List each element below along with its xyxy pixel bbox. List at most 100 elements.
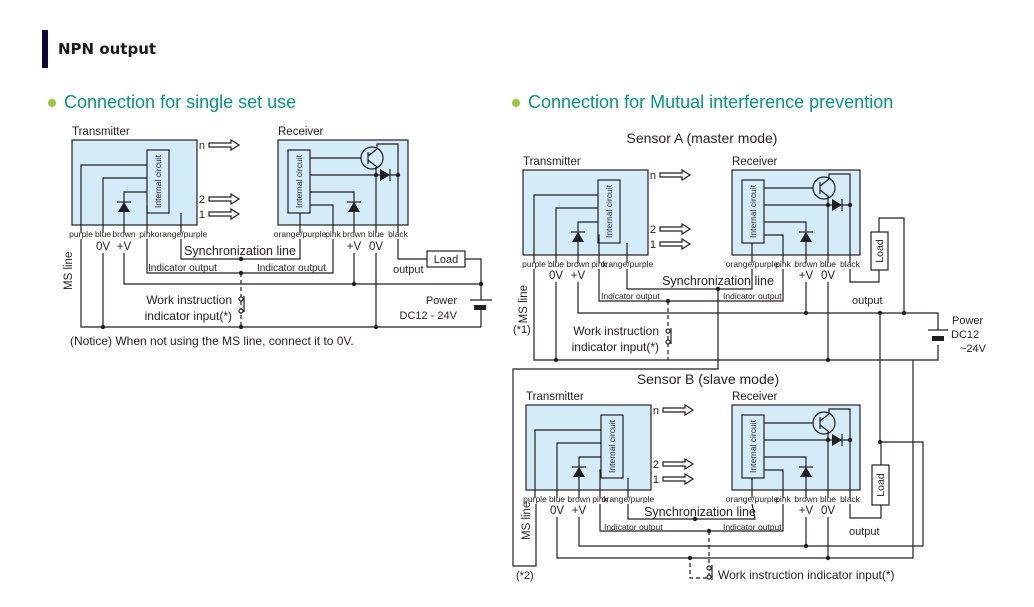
- junction-dot: [238, 324, 244, 330]
- receiver-title: Receiver: [278, 126, 324, 138]
- load-wire: [465, 258, 482, 300]
- internal-circuit-label: Internal circuit: [748, 184, 758, 238]
- junction-dot: [692, 516, 698, 522]
- beam-arrow-icon: [659, 222, 692, 236]
- output-wire: [849, 269, 880, 283]
- sensor-b-title: Sensor B (slave mode): [637, 371, 779, 387]
- power-spec-label: DC12: [951, 329, 979, 341]
- tx-pv-label: +V: [117, 241, 132, 253]
- indicator-line: [598, 269, 784, 302]
- internal-circuit-box: [597, 179, 621, 244]
- led-diode-icon: [348, 202, 360, 212]
- beam-arrow-icon: [659, 168, 692, 182]
- switch-contact-icon: [665, 339, 671, 345]
- ms-line-label: MS line: [63, 252, 75, 290]
- ms-line-label: MS line: [518, 285, 530, 323]
- internal-circuit-box: [600, 414, 624, 479]
- section-heading: NPN output: [42, 30, 156, 68]
- junction-dot: [825, 555, 831, 561]
- wire-label-black: black: [388, 229, 409, 239]
- wire-label-blue: blue: [549, 494, 565, 504]
- wire-label-orange: orange/purple: [274, 229, 327, 239]
- sync-line: [627, 503, 756, 520]
- wire-label-blue: blue: [548, 259, 564, 269]
- junction-dot: [238, 256, 244, 262]
- beam-arrow-icon: [208, 192, 241, 206]
- transistor-collector: [819, 178, 830, 187]
- subtitle-single: Connection for single set use: [48, 92, 296, 113]
- tx-wire-pink: [598, 234, 600, 263]
- subtitle-single-text: Connection for single set use: [64, 92, 297, 112]
- tx-wire-pink: [599, 469, 601, 498]
- wire-label-black: black: [840, 494, 861, 504]
- junction-dot: [351, 281, 357, 287]
- beam-arrow-icon: [208, 207, 241, 221]
- work-instruction-line: [689, 531, 710, 579]
- wire-label-blue: blue: [95, 229, 111, 239]
- power-label: Power: [952, 315, 984, 327]
- wire-label-brown: brown: [794, 259, 817, 269]
- junction-dot: [395, 172, 401, 178]
- wire-label-orange: orange/purple: [726, 494, 779, 504]
- indicator-output-label: Indicator output: [604, 522, 663, 532]
- rx-wire-pink: [310, 204, 334, 233]
- wire-label-brown: brown: [567, 494, 590, 504]
- subtitle-mutual-text: Connection for Mutual interference preve…: [528, 92, 894, 112]
- internal-circuit-box: [741, 179, 765, 244]
- work-instruction-label: Work instruction: [146, 293, 232, 307]
- plus-v-label: +V: [799, 505, 814, 517]
- beam-arrow-icon: [662, 457, 695, 471]
- wire-label-blue: blue: [820, 259, 836, 269]
- switch-contact-icon: [238, 296, 244, 302]
- note-1-label: (*1): [513, 324, 531, 336]
- wire-label-pink: pink: [591, 259, 607, 269]
- internal-circuit-box: [146, 149, 170, 214]
- zero-v-label: 0V: [549, 270, 563, 282]
- receiver-title: Receiver: [732, 391, 778, 403]
- beam-arrow-icon: [662, 403, 695, 417]
- power-label: Power: [426, 295, 458, 307]
- rx-wire-pink: [764, 469, 784, 498]
- junction-dot: [847, 437, 853, 443]
- switch-contact-icon: [706, 565, 712, 571]
- indicator-output-label: Indicator output: [723, 291, 782, 301]
- beam-n-label: n: [650, 170, 656, 182]
- junction-dot: [825, 202, 831, 208]
- plus-v-label: +V: [799, 270, 814, 282]
- note-2-label: (*2): [516, 570, 534, 582]
- internal-circuit-label: Internal circuit: [607, 419, 617, 473]
- plus-v-line: [578, 441, 924, 547]
- wire-label-brown: brown: [342, 229, 365, 239]
- wire-label-brown: brown: [566, 259, 589, 269]
- led-diode-icon: [573, 467, 585, 477]
- tx-wire-brown: [577, 221, 598, 263]
- rx-wire-black: [828, 408, 851, 498]
- transmitter-box: [71, 139, 198, 226]
- beam-1-label: 1: [653, 474, 659, 486]
- wire-label-black: black: [840, 259, 861, 269]
- wire-label-orange: orange/purple: [155, 229, 208, 239]
- tx-wire-blue: [556, 442, 601, 498]
- load-label: Load: [874, 239, 886, 263]
- junction-dot: [373, 324, 379, 330]
- power-spec-label: DC12 - 24V: [400, 310, 458, 322]
- load-label: Load: [875, 473, 887, 497]
- junction-dot: [847, 202, 853, 208]
- internal-circuit-box: [741, 414, 765, 479]
- output-label: output: [393, 264, 424, 276]
- transmitter-title: Transmitter: [526, 391, 584, 403]
- rx-wire-brown: [310, 191, 355, 233]
- plus-v-line: [577, 282, 939, 330]
- junction-dot: [825, 437, 831, 443]
- transistor-collector: [367, 148, 378, 157]
- wire-label-orange: orange/purple: [601, 259, 654, 269]
- wire-label-pink: pink: [325, 229, 341, 239]
- internal-circuit-label: Internal circuit: [153, 154, 163, 208]
- zero-v-line: [80, 239, 482, 328]
- transmitter-title: Transmitter: [523, 156, 581, 168]
- zero-v-line: [533, 269, 939, 361]
- accent-bar: [42, 30, 48, 68]
- beam-n-label: n: [653, 405, 659, 417]
- junction-dot: [553, 357, 559, 363]
- notice-text: (Notice) When not using the MS line, con…: [70, 334, 354, 348]
